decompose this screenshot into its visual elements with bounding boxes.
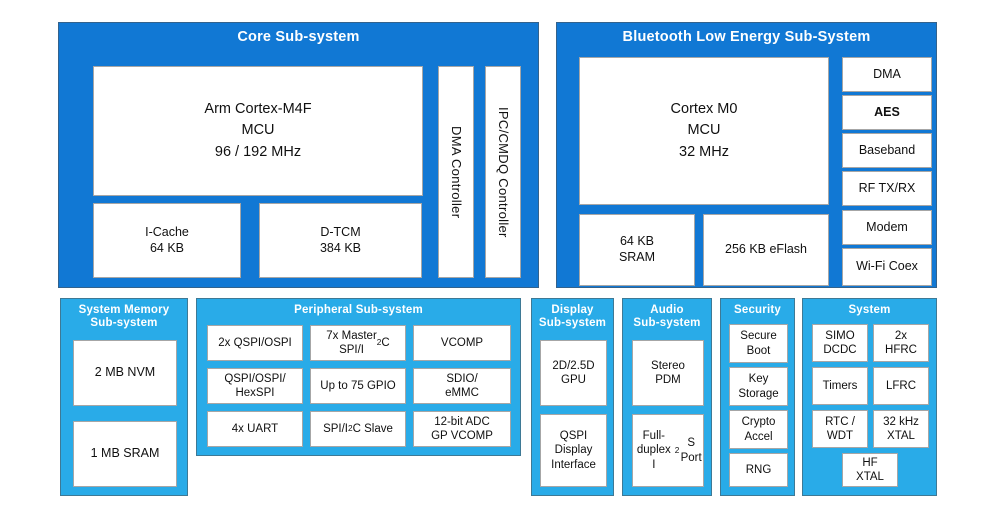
security-title: Security — [734, 304, 781, 316]
block-rtc-wdt: RTC / WDT — [812, 410, 868, 448]
block-ipc-cmdq-controller: IPC/CMDQ Controller — [485, 66, 521, 278]
panel-display-subsystem: Display Sub-system 2D/2.5D GPU QSPI Disp… — [531, 298, 614, 496]
audio-subsystem-title: Audio Sub-system — [633, 304, 701, 329]
block-qspi-ospi-hexspi: QSPI/OSPI/ HexSPI — [207, 368, 303, 404]
block-crypto-accel: Crypto Accel — [729, 410, 788, 449]
panel-security: Security Secure Boot Key Storage Crypto … — [720, 298, 795, 496]
block-4x-uart: 4x UART — [207, 411, 303, 447]
block-32khz-xtal: 32 kHz XTAL — [873, 410, 929, 448]
block-qspi-display-interface: QSPI Display Interface — [540, 414, 607, 487]
block-vcomp: VCOMP — [413, 325, 511, 361]
block-2mb-nvm: 2 MB NVM — [73, 340, 177, 406]
panel-core-subsystem: Core Sub-system Arm Cortex-M4F MCU 96 / … — [58, 22, 539, 288]
block-rng: RNG — [729, 453, 788, 487]
panel-system-memory-subsystem: System Memory Sub-system 2 MB NVM 1 MB S… — [60, 298, 188, 496]
panel-ble-subsystem: Bluetooth Low Energy Sub-System Cortex M… — [556, 22, 937, 288]
block-up-to-75-gpio: Up to 75 GPIO — [310, 368, 406, 404]
system-title: System — [848, 304, 891, 316]
panel-peripheral-subsystem: Peripheral Sub-system 2x QSPI/OSPI 7x Ma… — [196, 298, 521, 456]
block-simo-dcdc: SIMO DCDC — [812, 324, 868, 362]
core-subsystem-title: Core Sub-system — [237, 29, 360, 45]
block-ble-modem: Modem — [842, 210, 932, 245]
block-2x-hfrc: 2x HFRC — [873, 324, 929, 362]
block-arm-cortex-m4f: Arm Cortex-M4F MCU 96 / 192 MHz — [93, 66, 423, 196]
block-timers: Timers — [812, 367, 868, 405]
block-sdio-emmc: SDIO/ eMMC — [413, 368, 511, 404]
block-d-tcm: D-TCM 384 KB — [259, 203, 422, 278]
block-ble-eflash: 256 KB eFlash — [703, 214, 829, 286]
block-ble-aes: AES — [842, 95, 932, 130]
block-ble-rf-tx-rx: RF TX/RX — [842, 171, 932, 206]
block-dma-controller: DMA Controller — [438, 66, 474, 278]
block-lfrc: LFRC — [873, 367, 929, 405]
peripheral-subsystem-title: Peripheral Sub-system — [294, 304, 423, 316]
display-subsystem-title: Display Sub-system — [538, 304, 607, 329]
block-1mb-sram: 1 MB SRAM — [73, 421, 177, 487]
block-ble-sram: 64 KB SRAM — [579, 214, 695, 286]
block-2x-qspi-ospi: 2x QSPI/OSPI — [207, 325, 303, 361]
block-secure-boot: Secure Boot — [729, 324, 788, 363]
block-cortex-m0: Cortex M0 MCU 32 MHz — [579, 57, 829, 205]
block-2d-25d-gpu: 2D/2.5D GPU — [540, 340, 607, 406]
panel-system: System SIMO DCDC 2x HFRC Timers LFRC RTC… — [802, 298, 937, 496]
block-12-bit-adc-gp-vcomp: 12-bit ADC GP VCOMP — [413, 411, 511, 447]
block-ble-wifi-coex: Wi-Fi Coex — [842, 248, 932, 286]
block-hf-xtal: HF XTAL — [842, 453, 898, 487]
block-i-cache: I-Cache 64 KB — [93, 203, 241, 278]
block-ble-baseband: Baseband — [842, 133, 932, 168]
block-ble-dma: DMA — [842, 57, 932, 92]
block-key-storage: Key Storage — [729, 367, 788, 406]
ble-subsystem-title: Bluetooth Low Energy Sub-System — [622, 29, 871, 45]
block-stereo-pdm: Stereo PDM — [632, 340, 704, 406]
system-memory-title: System Memory Sub-system — [78, 304, 170, 329]
